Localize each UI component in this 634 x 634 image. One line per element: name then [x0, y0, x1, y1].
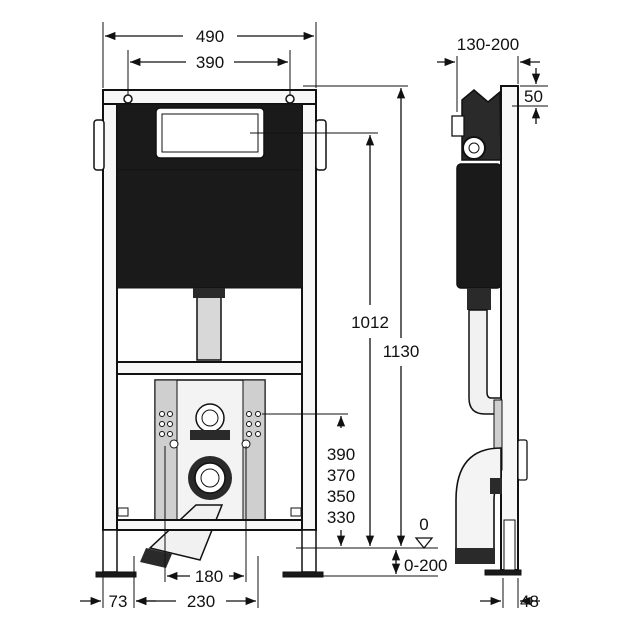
cistern-body	[116, 169, 303, 289]
dim-73-label: 73	[109, 592, 128, 611]
dim-foot-spacing: 73 230	[80, 556, 259, 611]
dim-50-label: 50	[524, 87, 543, 106]
dim-bottom-depth: 48	[480, 578, 540, 611]
mount-hole-right	[285, 94, 295, 104]
right-post	[301, 89, 317, 531]
side-cistern	[456, 163, 502, 289]
bracket-holes	[159, 411, 261, 449]
bottom-bar	[116, 519, 303, 531]
foot-right	[301, 529, 317, 573]
top-bar	[102, 89, 317, 105]
dim-1130-label: 1130	[383, 342, 420, 361]
dim-390-top-label: 390	[196, 53, 224, 72]
dim-height-total: 1130	[303, 85, 420, 546]
side-down-pipe	[468, 309, 502, 415]
mount-hole-left	[123, 94, 133, 104]
side-upright	[500, 85, 519, 571]
dim-outlet-spacing: 180	[164, 446, 247, 586]
front-view: 490 390 1012 1130 390	[80, 22, 447, 611]
dim-floor-range: 0-200	[290, 550, 447, 577]
left-post	[102, 89, 118, 531]
dim-depth-range: 130-200	[437, 35, 540, 112]
dim-top-offset: 50	[512, 68, 548, 124]
dim-height-top: 1012	[250, 132, 389, 546]
dim-48-label: 48	[520, 592, 539, 611]
dim-230-label: 230	[187, 592, 215, 611]
dim-outlet-370-label: 370	[327, 466, 355, 485]
dim-outlet-390-label: 390	[327, 445, 355, 464]
bracket-right	[315, 119, 327, 171]
dim-zero-label: 0	[419, 515, 428, 534]
dim-0-200-label: 0-200	[404, 556, 447, 575]
zero-reference: 0	[296, 515, 438, 550]
side-drain-bend	[455, 447, 502, 561]
dim-180-label: 180	[195, 567, 223, 586]
dim-outlet-330-label: 330	[327, 508, 355, 527]
side-view: 130-200 50 48	[437, 35, 548, 611]
foot-left	[102, 529, 118, 573]
dim-overall-width: 490	[102, 22, 317, 88]
down-pipe	[196, 287, 222, 361]
dim-490-label: 490	[196, 27, 224, 46]
zero-marker-icon	[414, 537, 434, 550]
dim-outlet-350-label: 350	[327, 487, 355, 506]
dim-1012-label: 1012	[351, 313, 389, 332]
bracket-left	[93, 119, 105, 171]
dim-130-200-label: 130-200	[457, 35, 519, 54]
middle-crossbar	[116, 361, 303, 375]
dim-hole-spacing: 390	[127, 50, 291, 95]
dim-outlet-heights: 390 370 350 330	[262, 413, 355, 546]
